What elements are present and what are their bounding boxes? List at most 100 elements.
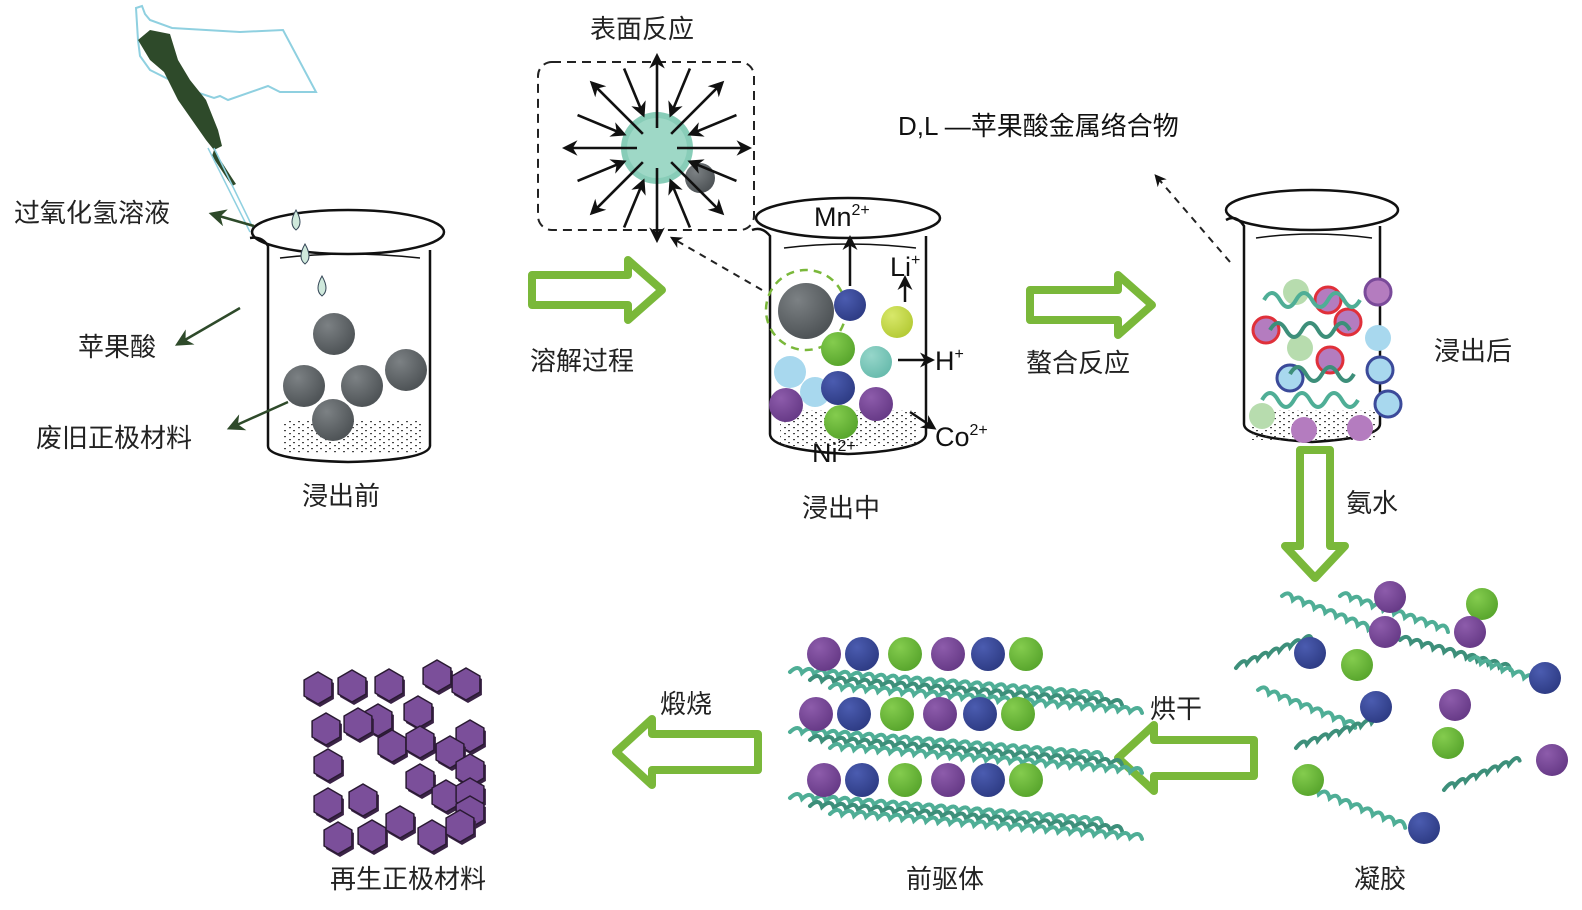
helix-chain [808, 733, 1124, 768]
label-ammonia: 氨水 [1346, 489, 1398, 519]
precursor-ion-ball [880, 697, 914, 731]
helix-chain [788, 791, 1104, 826]
co-ion [774, 356, 806, 388]
precursor-ion-ball [963, 697, 997, 731]
helix-chain [1306, 785, 1408, 830]
precursor-ion-ball [971, 637, 1005, 671]
hexagon-crystal [348, 783, 378, 817]
malate-chain [1288, 365, 1356, 383]
precursor-ion-ball [845, 637, 879, 671]
precursor-ion-ball [837, 697, 871, 731]
beaker-during-leaching [751, 196, 942, 456]
spent-particle [313, 313, 355, 355]
malate-chain [1260, 391, 1360, 409]
helix-chain [828, 807, 1144, 842]
precursor-network [788, 637, 1144, 842]
complex-pointer-arrow [1154, 174, 1231, 263]
hexagon-crystal [303, 671, 333, 705]
metal-ion-ball [1292, 764, 1324, 796]
hexagon-crystal [337, 669, 367, 703]
hexagon-crystal [445, 809, 475, 843]
helix-chain [788, 665, 1104, 700]
metal-ion-ball [1439, 689, 1471, 721]
metal-ion-ball [1374, 581, 1406, 613]
metal-complex-ball [1275, 363, 1305, 393]
surface-reaction-inset [537, 52, 755, 244]
hexagon-crystal [313, 787, 343, 821]
metal-ion-ball [1341, 649, 1373, 681]
helix-chain [1338, 591, 1450, 634]
li-ion [881, 306, 913, 338]
label-drying: 烘干 [1150, 695, 1202, 725]
malate-chain [1262, 291, 1362, 309]
metal-ion-ball [1432, 727, 1464, 759]
outward-arrow [589, 80, 644, 135]
metal-complex-ball [1373, 389, 1403, 419]
precursor-ion-ball [807, 637, 841, 671]
regenerated-crystals [303, 659, 486, 857]
ion-label-ni: Ni2+ [812, 438, 856, 468]
hexagon-crystal [343, 707, 373, 741]
hexagon-crystal [417, 819, 447, 853]
inward-arrow [622, 178, 646, 228]
ion-label-h: H+ [935, 346, 964, 376]
spent-particle [341, 365, 383, 407]
beaker-before-leaching [134, 4, 446, 464]
metal-ion-ball [1454, 616, 1486, 648]
hexagon-crystal [405, 763, 435, 797]
metal-complex-ball [1287, 335, 1313, 361]
malate-chain [1268, 321, 1352, 339]
label-during-leaching: 浸出中 [802, 494, 880, 524]
metal-complex-ball [1291, 417, 1317, 443]
inward-arrow [668, 68, 692, 118]
ion-label-mn: Mn2+ [814, 202, 870, 232]
zoom-pointer-arrow [669, 236, 763, 291]
precursor-ion-ball [888, 637, 922, 671]
metal-complex-ball [1363, 277, 1393, 307]
metal-ion-ball [1466, 588, 1498, 620]
helix-chain [808, 673, 1124, 708]
outward-arrow [670, 161, 725, 216]
label-chelation: 螯合反应 [1026, 349, 1130, 379]
label-gel: 凝胶 [1354, 865, 1406, 895]
malic-acid-pointer-arrow [174, 306, 241, 346]
mn-ion [821, 371, 855, 405]
helix-chain [808, 799, 1124, 834]
precursor-ion-ball [1001, 697, 1035, 731]
ion-label-li: Li+ [890, 252, 920, 282]
co-ion [859, 387, 893, 421]
spent-particle [312, 399, 354, 441]
hexagon-crystal [374, 668, 404, 702]
precursor-ion-ball [931, 763, 965, 797]
drying-arrow [1114, 721, 1258, 795]
helix-chain [1442, 755, 1522, 792]
precursor-ion-ball [888, 763, 922, 797]
inward-arrow [622, 68, 646, 118]
hexagon-crystal [405, 725, 435, 759]
label-malic-acid: 苹果酸 [78, 333, 156, 363]
helix-chain [1280, 591, 1382, 636]
hexagon-crystal [313, 748, 343, 782]
inward-arrow [577, 113, 627, 137]
spent-particle [385, 349, 427, 391]
hexagon-crystal [323, 821, 353, 855]
dissolution-arrow [528, 256, 666, 324]
inward-arrow [687, 113, 737, 137]
metal-ion-ball [1408, 812, 1440, 844]
h2o2-pointer-arrow [208, 209, 255, 228]
co-ion [769, 388, 803, 422]
hexagon-crystal [403, 695, 433, 729]
hexagon-crystal [311, 712, 341, 746]
precursor-ion-ball [807, 763, 841, 797]
pipette-hand-icon [134, 4, 318, 233]
mn-ion [834, 289, 866, 321]
precursor-ion-ball [1009, 763, 1043, 797]
label-regenerated: 再生正极材料 [330, 865, 486, 895]
ion-label-co: Co2+ [935, 422, 988, 452]
spent-particle [283, 365, 325, 407]
gel-network [1234, 581, 1568, 844]
helix-chain [788, 725, 1104, 760]
ammonia-arrow [1281, 446, 1349, 582]
precursor-ion-ball [799, 697, 833, 731]
